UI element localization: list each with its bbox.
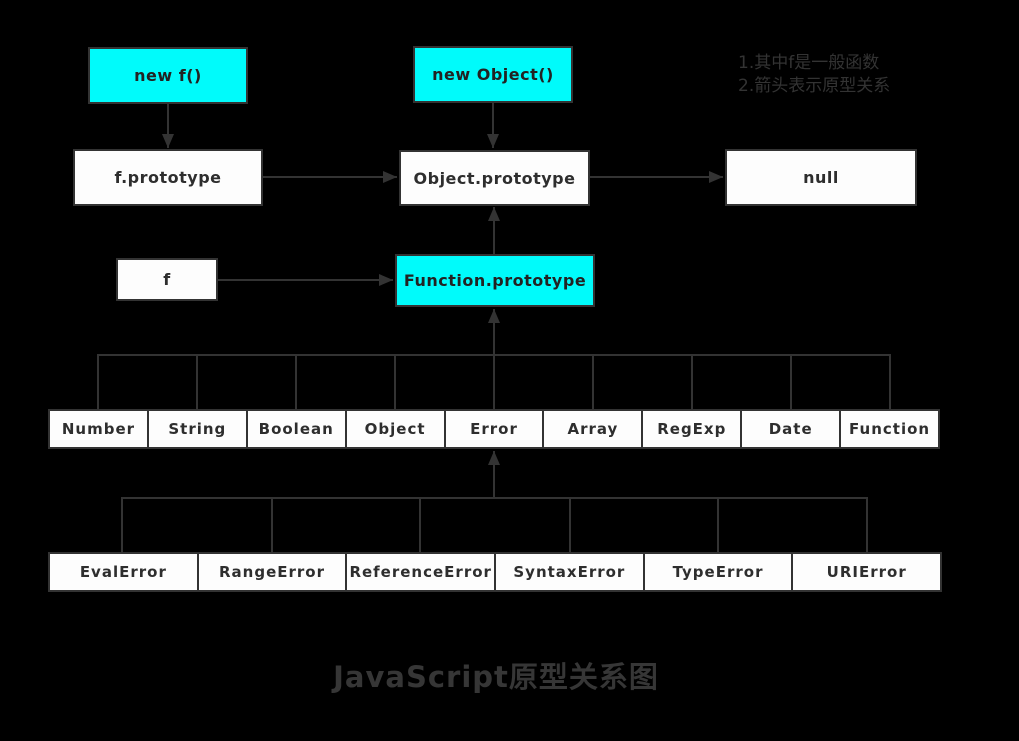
node-function: Function xyxy=(839,411,938,447)
constructor-bus-line xyxy=(97,354,891,409)
node-error: Error xyxy=(443,411,543,447)
node-date: Date xyxy=(740,411,839,447)
node-null: null xyxy=(725,149,917,206)
node-rangeerror: RangeError xyxy=(196,554,346,590)
node-number: Number xyxy=(61,420,136,438)
node-referenceerror: ReferenceError xyxy=(345,554,494,590)
node-boolean: Boolean xyxy=(245,411,345,447)
node-object: Object xyxy=(344,411,444,447)
note-line-2: 2.箭头表示原型关系 xyxy=(738,76,891,96)
error-bus-line xyxy=(121,497,868,552)
node-urierror: URIError xyxy=(791,554,940,590)
note-line-1: 1.其中f是一般函数 xyxy=(738,53,880,73)
diagram-title: JavaScript原型关系图 xyxy=(333,660,659,694)
node-object-prototype: Object.prototype xyxy=(399,150,590,206)
constructor-row: Number String Boolean Object Error Array… xyxy=(48,409,940,449)
node-string: String xyxy=(146,411,246,447)
node-new-f: new f() xyxy=(88,47,248,104)
node-array: Array xyxy=(542,411,641,447)
node-evalerror: EvalError xyxy=(79,563,167,581)
node-syntaxerror: SyntaxError xyxy=(494,554,643,590)
error-row: EvalError RangeError ReferenceError Synt… xyxy=(48,552,942,592)
annotation-notes: 1.其中f是一般函数 2.箭头表示原型关系 xyxy=(738,52,890,98)
node-f-prototype: f.prototype xyxy=(73,149,263,206)
node-f: f xyxy=(116,258,218,301)
node-typeerror: TypeError xyxy=(642,554,792,590)
node-regexp: RegExp xyxy=(641,411,740,447)
node-new-object: new Object() xyxy=(413,46,573,103)
node-function-prototype: Function.prototype xyxy=(395,254,595,307)
